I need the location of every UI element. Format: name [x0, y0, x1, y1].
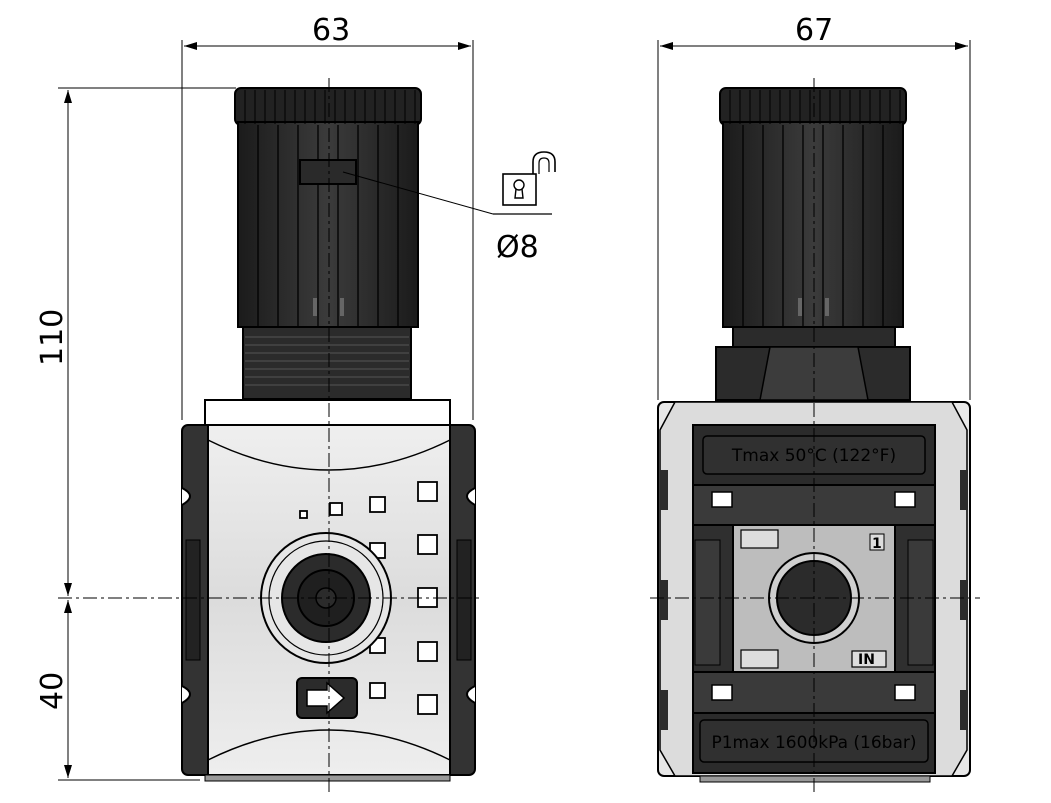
port-number-label: 1: [872, 536, 882, 552]
padlock-open-icon: [502, 151, 556, 206]
front-knob: [204, 87, 451, 426]
front-dimensions: [58, 40, 474, 781]
lower-height-dimension: 40: [35, 672, 70, 710]
total-height-dimension: 110: [35, 309, 70, 366]
pressure-label: P1max 1600kPa (16bar): [711, 733, 916, 753]
front-body: [181, 424, 476, 782]
port-in-label: IN: [858, 652, 875, 668]
arrow-right-icon: [296, 677, 358, 719]
lock-hole-dimension: Ø8: [496, 230, 539, 265]
side-dimensions: [657, 40, 971, 400]
front-view: [58, 78, 480, 792]
side-view: Tmax 50°C (122°F) P1max 1600kPa (16bar) …: [650, 78, 980, 792]
lock-annotation: Ø8: [342, 151, 556, 265]
side-width-dimension: 67: [795, 13, 833, 48]
front-width-dimension: 63: [312, 13, 350, 48]
lock-slot: [299, 159, 357, 185]
side-knob: [715, 87, 911, 401]
